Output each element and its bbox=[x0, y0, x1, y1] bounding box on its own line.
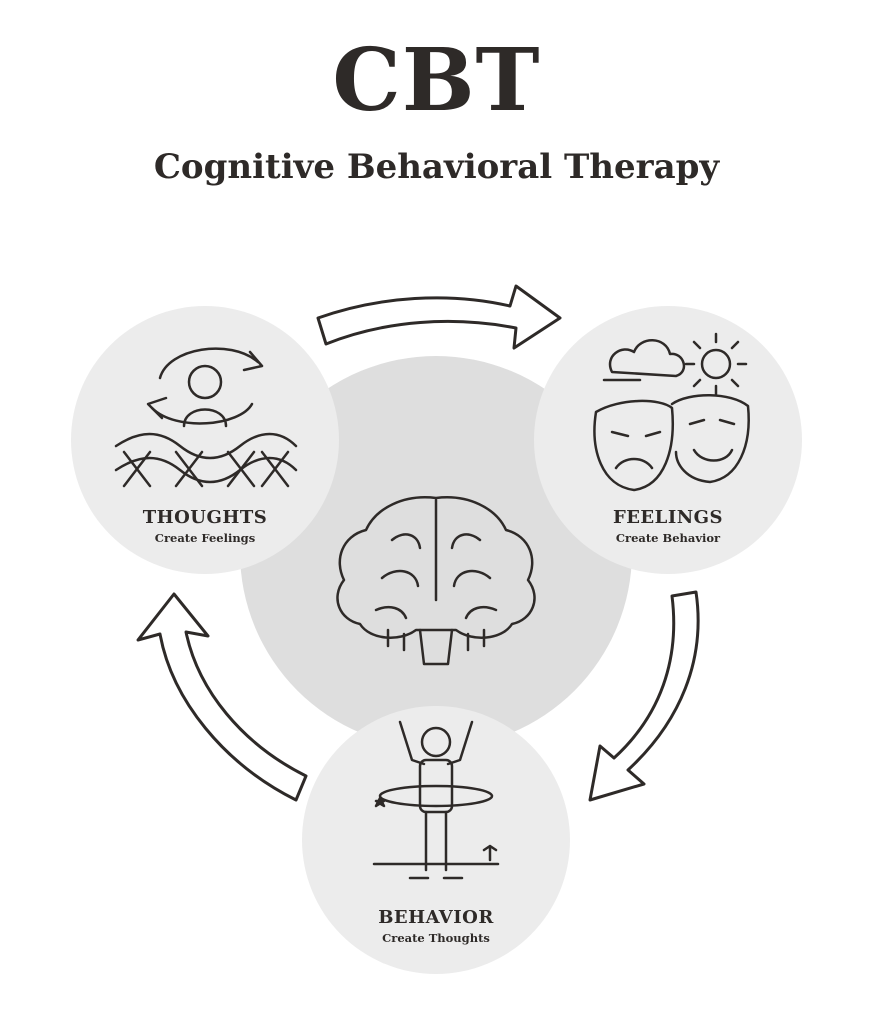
person-thinking-icon bbox=[114, 347, 298, 488]
behavior-name: BEHAVIOR bbox=[378, 907, 494, 928]
theater-masks-icon bbox=[593, 332, 750, 492]
thoughts-name: THOUGHTS bbox=[142, 507, 268, 528]
arrow-thoughts-to-feelings-icon bbox=[316, 284, 562, 350]
feelings-desc: Create Behavior bbox=[615, 530, 721, 545]
person-exercising-icon bbox=[372, 720, 500, 880]
thoughts-circle bbox=[71, 306, 339, 574]
thoughts-label: THOUGHTS Create Feelings bbox=[85, 508, 325, 544]
feelings-label: FEELINGS Create Behavior bbox=[548, 508, 788, 544]
behavior-circle bbox=[302, 706, 570, 974]
page-subtitle: Cognitive Behavioral Therapy bbox=[153, 147, 720, 187]
arrow-feelings-to-behavior-icon bbox=[588, 590, 700, 802]
behavior-desc: Create Thoughts bbox=[382, 930, 490, 945]
behavior-label: BEHAVIOR Create Thoughts bbox=[316, 908, 556, 944]
thoughts-desc: Create Feelings bbox=[154, 530, 256, 545]
arrow-behavior-to-thoughts-icon bbox=[136, 592, 308, 802]
brain-icon bbox=[336, 496, 536, 666]
feelings-name: FEELINGS bbox=[612, 507, 724, 528]
page-title: CBT bbox=[332, 30, 541, 131]
feelings-circle bbox=[534, 306, 802, 574]
